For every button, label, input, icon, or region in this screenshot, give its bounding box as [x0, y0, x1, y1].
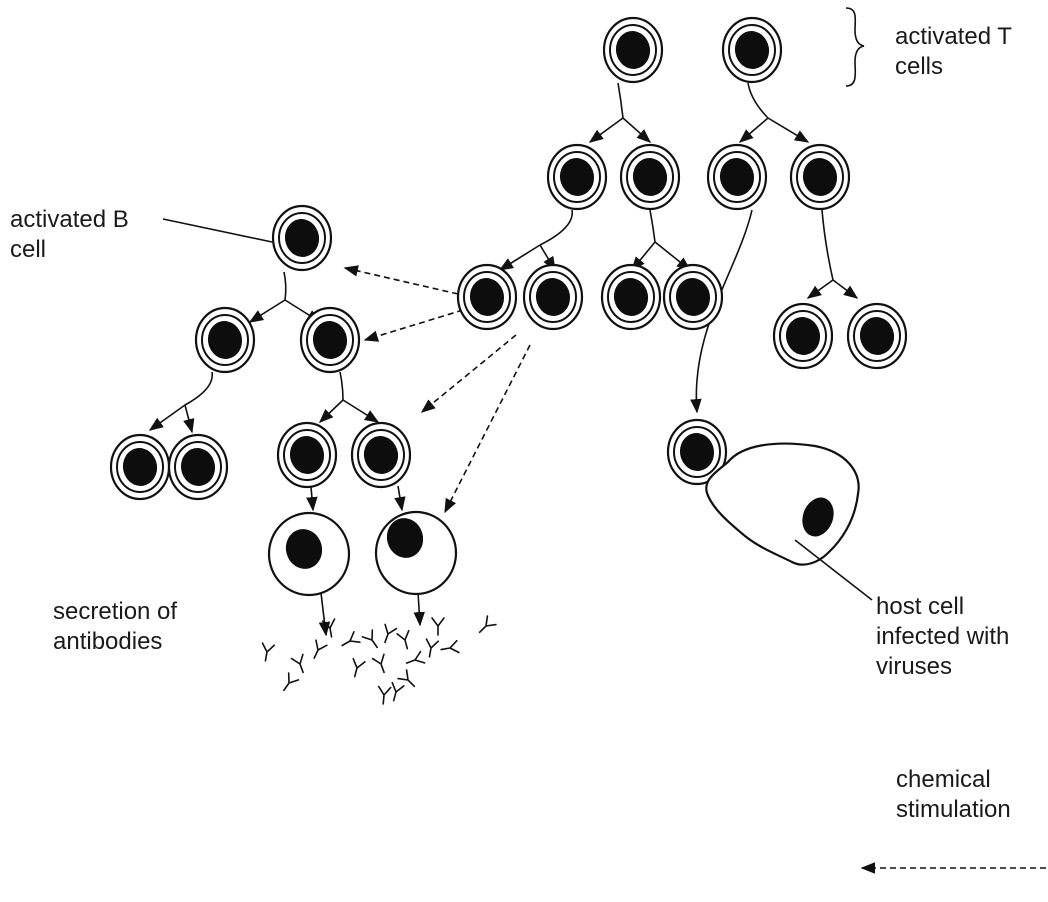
host-cell	[705, 442, 860, 566]
t-division-3	[498, 209, 573, 272]
t-division-4	[631, 209, 692, 272]
antibody	[321, 618, 336, 638]
antibody	[425, 638, 440, 658]
t-cells-brace	[845, 7, 865, 87]
antibody	[261, 642, 276, 662]
b-cell-gen3-b	[167, 433, 229, 501]
plasma-cell-1	[267, 511, 351, 597]
b-cell-gen3-d	[350, 421, 412, 489]
antibody	[431, 617, 445, 636]
t-division-5	[806, 209, 859, 299]
t-cell-left	[602, 16, 664, 84]
b-cell-pointer	[162, 218, 273, 243]
t-cell-gen3-d	[662, 263, 724, 331]
t-cell-gen3-b	[522, 263, 584, 331]
b-cell-gen2-a	[194, 306, 256, 374]
antibody	[341, 631, 361, 647]
t-cell-gen3-c	[600, 263, 662, 331]
antibody	[361, 629, 378, 649]
b-cell-gen3-a	[109, 433, 171, 501]
t-cell-gen2-b	[619, 143, 681, 211]
t-cell-gen2-c	[706, 143, 768, 211]
antibody	[396, 629, 410, 650]
antibody	[377, 685, 392, 705]
host-cell-pointer	[794, 539, 873, 601]
label-secretion-of-antibodies: secretion of antibodies	[53, 598, 178, 655]
t-cell-attacking	[666, 418, 728, 486]
b-division-2	[148, 371, 214, 434]
antibody	[405, 650, 426, 664]
antibody	[397, 669, 416, 688]
label-pointers	[162, 7, 873, 601]
antibody	[391, 681, 405, 702]
cells	[109, 16, 908, 597]
secretion-arrow-2	[413, 591, 425, 627]
antibody	[371, 653, 385, 674]
t-division-1	[588, 82, 652, 143]
legend-chemical-stimulation: chemical stimulation	[896, 766, 1011, 823]
t-cell-gen3-a	[456, 263, 518, 331]
antibody	[283, 672, 300, 692]
b-arrow-to-plasma-2	[394, 485, 406, 512]
t-cell-gen3-f	[846, 302, 908, 370]
label-activated-b-cell: activated B cell	[10, 206, 129, 263]
t-division-2	[738, 82, 810, 143]
b-cell-activated	[271, 204, 333, 272]
stim-arrow-1	[343, 265, 459, 295]
b-arrow-to-plasma-1	[306, 486, 318, 512]
stim-arrow-3	[420, 334, 517, 413]
chemical-stimulation-arrows	[343, 265, 1046, 874]
antibody	[313, 639, 328, 659]
antibody	[478, 615, 497, 634]
b-division-3	[318, 371, 380, 423]
label-host-cell: host cell infected with viruses	[876, 593, 1010, 680]
t-cell-gen2-a	[546, 143, 608, 211]
b-cell-gen3-c	[276, 421, 338, 489]
t-cell-gen3-e	[772, 302, 834, 370]
stim-arrow-4	[444, 344, 531, 514]
t-cell-gen2-d	[789, 143, 851, 211]
antibody	[290, 653, 304, 674]
label-activated-t-cells: activated T cells	[895, 23, 1012, 80]
b-cell-gen2-b	[299, 306, 361, 374]
plasma-cell-2	[374, 510, 458, 596]
antibody	[352, 657, 366, 678]
lineage-links	[148, 82, 859, 637]
secretion-arrow-1	[318, 592, 331, 637]
antibody	[384, 623, 398, 644]
antibody	[440, 639, 460, 654]
antibodies	[261, 615, 497, 705]
b-division-1	[248, 271, 322, 323]
t-cell-right	[721, 16, 783, 84]
stim-arrow-2	[363, 309, 464, 342]
